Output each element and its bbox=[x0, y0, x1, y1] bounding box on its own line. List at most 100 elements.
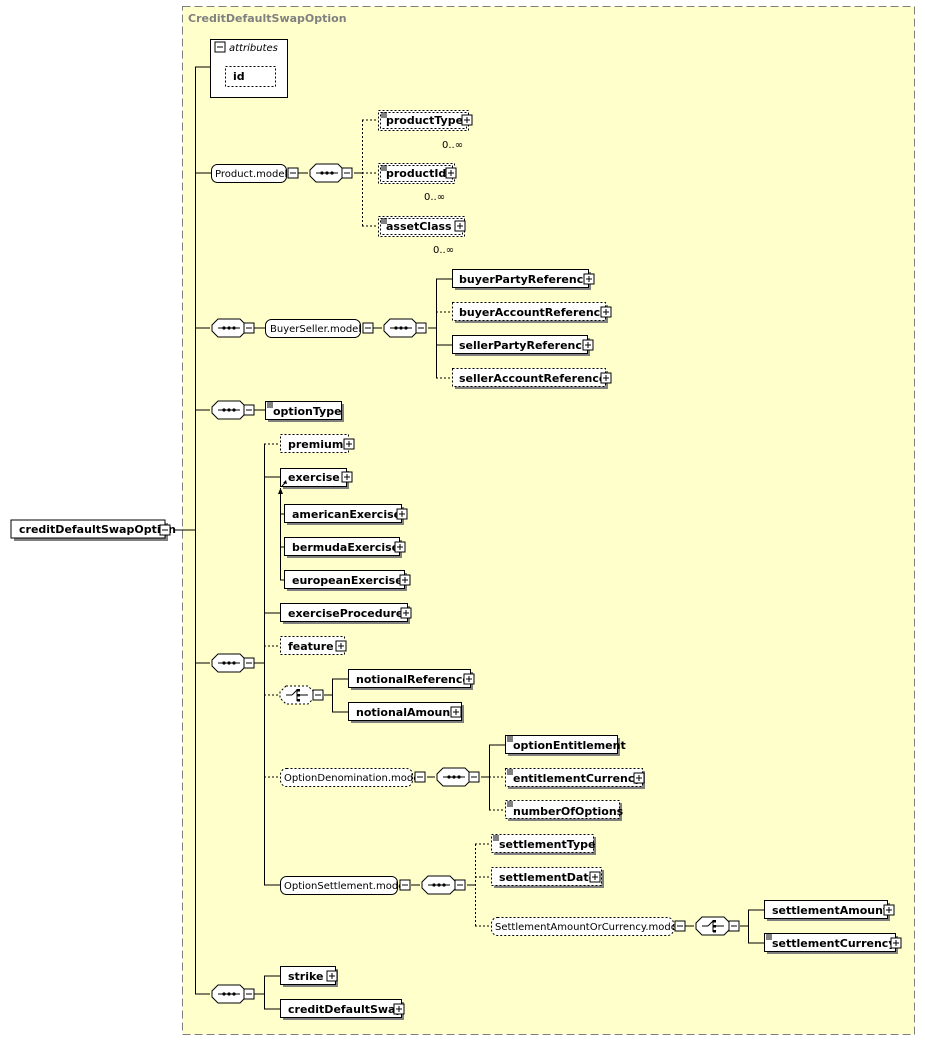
expand-icon[interactable] bbox=[883, 904, 895, 916]
element-numberOfOptions[interactable]: numberOfOptions bbox=[505, 800, 624, 822]
sequence-collapse-icon[interactable] bbox=[243, 404, 255, 416]
sequence-collapse-icon[interactable] bbox=[243, 322, 255, 334]
element-feature[interactable]: feature bbox=[280, 636, 347, 655]
exerciseProcedure-label: exerciseProcedure bbox=[288, 607, 403, 620]
sequence-collapse-icon[interactable] bbox=[243, 657, 255, 669]
choice-collapse-icon[interactable] bbox=[312, 689, 324, 701]
root-label: creditDefaultSwapOption bbox=[19, 523, 176, 536]
expand-icon[interactable] bbox=[589, 871, 601, 883]
assetClass-label: assetClass bbox=[386, 220, 452, 233]
element-europeanExercise[interactable]: europeanExercise bbox=[284, 570, 411, 592]
element-bermudaExercise[interactable]: bermudaExercise bbox=[284, 537, 406, 559]
expand-icon[interactable] bbox=[633, 772, 645, 784]
element-exerciseProcedure[interactable]: exerciseProcedure bbox=[280, 603, 412, 625]
element-productType[interactable]: productType 0..∞ bbox=[378, 110, 473, 152]
expand-icon[interactable] bbox=[343, 438, 355, 450]
option-denomination-collapse-icon[interactable] bbox=[414, 771, 426, 783]
expand-icon[interactable] bbox=[326, 970, 338, 982]
expand-icon[interactable] bbox=[461, 114, 473, 126]
buyerPartyReference-label: buyerPartyReference bbox=[459, 273, 591, 286]
element-notionalAmount[interactable]: notionalAmount bbox=[348, 702, 465, 724]
expand-icon[interactable] bbox=[583, 273, 595, 285]
buyerseller-model-label: BuyerSeller.model bbox=[270, 324, 361, 335]
element-settlementAmount[interactable]: settlementAmount bbox=[764, 900, 895, 922]
settlementType-label: settlementType bbox=[499, 838, 595, 851]
attributes-label: attributes bbox=[229, 43, 278, 54]
element-sellerPartyReference[interactable]: sellerPartyReference bbox=[452, 335, 594, 357]
attr-id-label: id bbox=[233, 70, 245, 83]
element-notionalReference[interactable]: notionalReference bbox=[348, 669, 475, 691]
expand-icon[interactable] bbox=[335, 640, 347, 652]
option-denomination-model-group[interactable]: OptionDenomination.model bbox=[280, 768, 426, 787]
entitlementCurrency-label: entitlementCurrency bbox=[513, 772, 642, 785]
substitution-arrow-icon bbox=[278, 488, 283, 494]
productId-label: productId bbox=[386, 167, 446, 180]
choice-collapse-icon[interactable] bbox=[728, 920, 740, 932]
product-model-collapse-icon[interactable] bbox=[287, 167, 299, 179]
element-entitlementCurrency[interactable]: entitlementCurrency bbox=[505, 768, 646, 790]
creditDefaultSwap-label: creditDefaultSwap bbox=[288, 1003, 403, 1016]
settlementAmount-label: settlementAmount bbox=[772, 904, 888, 917]
expand-icon[interactable] bbox=[454, 220, 466, 232]
root-element[interactable]: creditDefaultSwapOption bbox=[10, 519, 176, 541]
element-sellerAccountReference[interactable]: sellerAccountReference bbox=[452, 368, 612, 390]
optionType-label: optionType bbox=[273, 405, 342, 418]
element-productId[interactable]: productId 0..∞ bbox=[378, 163, 457, 204]
settlementCurrency-label: settlementCurrency bbox=[772, 937, 896, 950]
sequence-collapse-icon[interactable] bbox=[454, 879, 466, 891]
product-model-label: Product.model bbox=[215, 169, 287, 180]
element-settlementDate[interactable]: settlementDate bbox=[491, 867, 605, 889]
option-settlement-collapse-icon[interactable] bbox=[399, 879, 411, 891]
sequence-collapse-icon[interactable] bbox=[468, 771, 480, 783]
attr-id[interactable] bbox=[225, 66, 276, 87]
settlement-amount-or-currency-model-label: SettlementAmountOrCurrency.model bbox=[495, 922, 680, 933]
element-assetClass[interactable]: assetClass 0..∞ bbox=[378, 216, 466, 257]
expand-icon[interactable] bbox=[393, 1003, 405, 1015]
expand-icon[interactable] bbox=[396, 508, 408, 520]
expand-icon[interactable] bbox=[463, 673, 475, 685]
expand-icon[interactable] bbox=[582, 339, 594, 351]
element-optionEntitlement[interactable]: optionEntitlement bbox=[505, 735, 626, 757]
element-optionType[interactable]: optionType bbox=[265, 401, 345, 423]
expand-icon[interactable] bbox=[890, 937, 902, 949]
bermudaExercise-label: bermudaExercise bbox=[292, 541, 399, 554]
exercise-label: exercise bbox=[288, 471, 340, 484]
europeanExercise-label: europeanExercise bbox=[292, 574, 403, 587]
product-model-group[interactable]: Product.model bbox=[211, 164, 299, 183]
element-buyerAccountReference[interactable]: buyerAccountReference bbox=[452, 302, 612, 324]
expand-icon[interactable] bbox=[341, 471, 353, 483]
expand-icon[interactable] bbox=[445, 167, 457, 179]
element-strike[interactable]: strike bbox=[280, 966, 339, 988]
expand-icon[interactable] bbox=[600, 372, 612, 384]
expand-icon[interactable] bbox=[399, 574, 411, 586]
expand-icon[interactable] bbox=[600, 306, 612, 318]
settlement-amount-or-currency-model-group[interactable]: SettlementAmountOrCurrency.model bbox=[491, 917, 686, 936]
element-buyerPartyReference[interactable]: buyerPartyReference bbox=[452, 269, 595, 291]
strike-label: strike bbox=[288, 970, 323, 983]
sequence-collapse-icon[interactable] bbox=[243, 988, 255, 1000]
collapse-icon[interactable] bbox=[159, 524, 171, 536]
optionEntitlement-label: optionEntitlement bbox=[513, 739, 626, 752]
buyerseller-collapse-icon[interactable] bbox=[362, 322, 374, 334]
element-americanExercise[interactable]: americanExercise bbox=[284, 504, 408, 526]
expand-icon[interactable] bbox=[450, 706, 462, 718]
productType-label: productType bbox=[386, 114, 463, 127]
element-creditDefaultSwap[interactable]: creditDefaultSwap bbox=[280, 999, 405, 1021]
element-settlementCurrency[interactable]: settlementCurrency bbox=[764, 933, 902, 955]
notionalAmount-label: notionalAmount bbox=[356, 706, 455, 719]
americanExercise-label: americanExercise bbox=[292, 508, 401, 521]
element-exercise[interactable]: exercise bbox=[278, 468, 353, 495]
sequence-collapse-icon[interactable] bbox=[415, 322, 427, 334]
settlement-amount-collapse-icon[interactable] bbox=[674, 920, 686, 932]
attributes-collapse-icon[interactable] bbox=[214, 41, 226, 53]
expand-icon[interactable] bbox=[400, 607, 412, 619]
expand-icon[interactable] bbox=[394, 541, 406, 553]
element-premium[interactable]: premium bbox=[280, 434, 355, 453]
option-settlement-model-group[interactable]: OptionSettlement.model bbox=[280, 876, 411, 895]
numberOfOptions-label: numberOfOptions bbox=[513, 805, 624, 818]
buyerseller-model-group[interactable]: BuyerSeller.model bbox=[265, 319, 374, 338]
element-settlementType[interactable]: settlementType bbox=[491, 834, 597, 856]
settlementDate-label: settlementDate bbox=[499, 871, 596, 884]
sequence-collapse-icon[interactable] bbox=[341, 167, 353, 179]
sellerAccountReference-label: sellerAccountReference bbox=[459, 372, 606, 385]
